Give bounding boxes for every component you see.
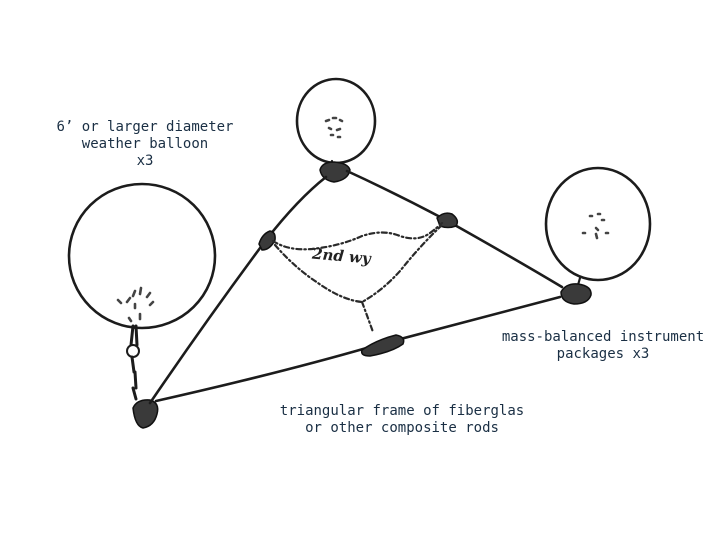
packages-label-line1: mass-balanced instrument: [501, 329, 705, 345]
frame-label-line2: or other composite rods: [305, 420, 499, 436]
balloon-label-line2: weather balloon: [81, 136, 209, 152]
frame-label: triangular frame of fiberglas or other c…: [262, 403, 542, 437]
packages-label-line2: packages x3: [556, 346, 650, 362]
instrument-package-left: [132, 399, 159, 429]
triangular-frame: [148, 169, 564, 405]
instrument-packages-label: mass-balanced instrument packages x3: [496, 329, 710, 363]
balloon-right: [544, 166, 652, 305]
balloon-top: [295, 77, 377, 183]
secondary-dashed-frame: 2nd wy: [271, 221, 444, 334]
balloon-label-line3: x3: [136, 153, 154, 169]
frame-label-line1: triangular frame of fiberglas: [279, 403, 525, 419]
balloon-label: 6’ or larger diameter weather balloon x3: [40, 119, 250, 170]
handwritten-center-note: 2nd wy: [310, 245, 372, 268]
balloon-label-line1: 6’ or larger diameter: [56, 119, 234, 135]
rod-joints: [258, 212, 459, 357]
balloon-left: [67, 182, 217, 401]
